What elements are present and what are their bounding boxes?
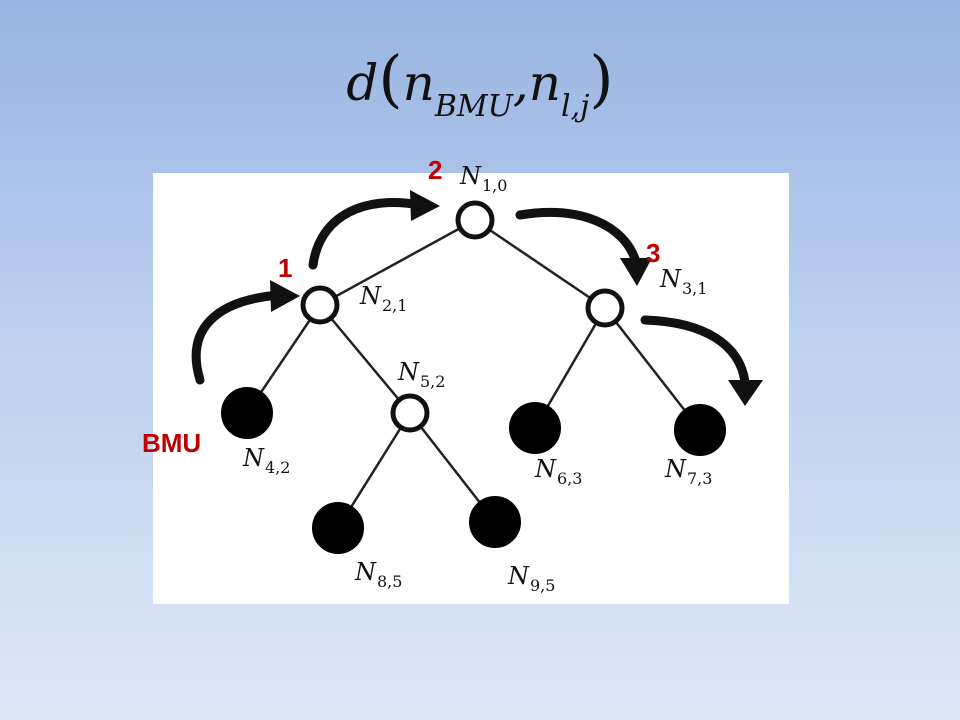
arrow-n21-to-n10 bbox=[308, 198, 425, 270]
internal-node-n52 bbox=[390, 393, 430, 433]
formula-arg2: n bbox=[528, 54, 561, 112]
tree-panel bbox=[153, 173, 789, 604]
leaf-node-n42 bbox=[221, 387, 273, 439]
arrow-head-2 bbox=[410, 190, 440, 221]
internal-node-n31 bbox=[585, 288, 625, 328]
label-n63: N6,3 bbox=[535, 455, 583, 488]
label-n85: N8,5 bbox=[355, 558, 403, 591]
formula-arg1-sub: BMU bbox=[434, 89, 513, 124]
formula-fn: d bbox=[346, 54, 379, 112]
leaf-node-n73 bbox=[674, 404, 726, 456]
label-n42: N4,2 bbox=[243, 444, 291, 477]
label-n95: N9,5 bbox=[508, 562, 556, 595]
arrow-n31-to-n73 bbox=[640, 315, 750, 387]
step-label-2: 2 bbox=[428, 155, 443, 185]
traversal-arrows bbox=[191, 190, 763, 406]
label-n31: N3,1 bbox=[660, 265, 708, 298]
distance-formula: d(nBMU,nl,j) bbox=[0, 48, 960, 122]
formula-arg2-sub: l,j bbox=[560, 89, 590, 124]
internal-node-n21 bbox=[300, 285, 340, 325]
edge-n10-n21 bbox=[319, 218, 476, 307]
step-label-1: 1 bbox=[278, 253, 293, 283]
arrow-n10-to-n31 bbox=[515, 207, 641, 267]
arrow-head-3 bbox=[620, 258, 652, 286]
leaf-node-n95 bbox=[469, 496, 521, 548]
edge-n21-n52 bbox=[319, 304, 411, 414]
bmu-label: BMU bbox=[142, 428, 202, 458]
internal-node-n10 bbox=[455, 200, 495, 240]
formula-close-paren: ) bbox=[589, 42, 614, 115]
tree-nodes bbox=[221, 200, 726, 554]
arrow-bmu-to-n21 bbox=[191, 290, 285, 385]
edge-n10-n31 bbox=[474, 218, 606, 310]
leaf-node-n63 bbox=[509, 402, 561, 454]
formula-arg1: n bbox=[402, 54, 435, 112]
formula-separator: , bbox=[512, 54, 529, 112]
formula-open-paren: ( bbox=[378, 42, 403, 115]
leaf-node-n85 bbox=[312, 502, 364, 554]
label-n52: N5,2 bbox=[398, 358, 446, 391]
arrow-head-4 bbox=[728, 380, 763, 406]
label-n10: N1,0 bbox=[460, 162, 508, 195]
label-n73: N7,3 bbox=[665, 455, 713, 488]
label-n21: N2,1 bbox=[360, 282, 408, 315]
step-label-3: 3 bbox=[646, 238, 661, 268]
arrow-head-1 bbox=[270, 280, 300, 312]
